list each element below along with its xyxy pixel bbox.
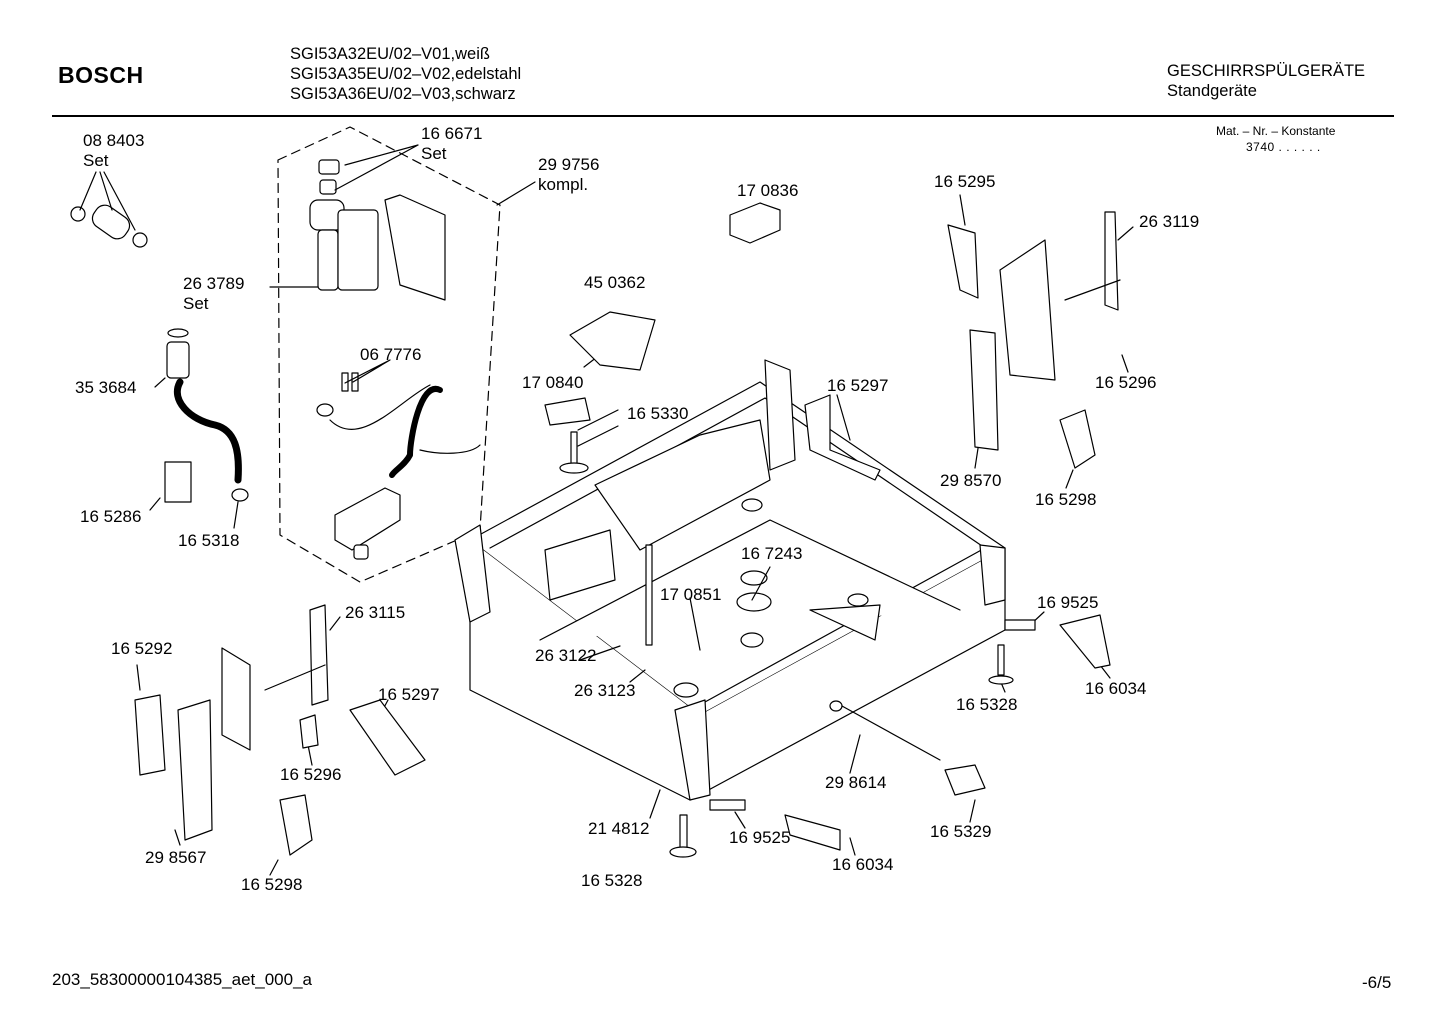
seal-ring	[231, 488, 249, 502]
part-label: 16 5328	[581, 871, 643, 890]
part-label: 26 3115	[345, 603, 406, 622]
part-label: 17 0836	[737, 181, 799, 200]
part-label: 29 8614	[825, 773, 887, 792]
part-label: 16 5295	[934, 172, 996, 191]
base-tub	[454, 359, 1006, 801]
part-label: 06 7776	[360, 345, 422, 364]
part-label: 29 8570	[940, 471, 1002, 490]
part-label: 45 0362	[584, 273, 646, 292]
part-label: 16 5328	[956, 695, 1018, 714]
mat-number-value: 3740 . . . . . .	[1246, 140, 1321, 154]
hose-coil	[389, 386, 443, 478]
wire	[329, 384, 481, 454]
bracket-plate	[334, 487, 401, 560]
part-label: 17 0840	[522, 373, 584, 392]
model-line-2: SGI53A35EU/02–V02,edelstahl	[290, 65, 522, 83]
model-line-1: SGI53A32EU/02–V01,weiß	[290, 45, 490, 63]
part-label: 29 8567	[145, 848, 207, 867]
part-label: 16 5296	[280, 765, 342, 784]
part-label: 16 5296	[1095, 373, 1157, 392]
brand-logo: BOSCH	[58, 62, 144, 88]
document-id: 203_58300000104385_aet_000_a	[52, 970, 312, 989]
part-label: 21 4812	[588, 819, 650, 838]
category-title: GESCHIRRSPÜLGERÄTE	[1167, 62, 1366, 80]
hose-set	[70, 204, 148, 248]
part-label: 16 5297	[827, 376, 889, 395]
drain-hose	[174, 378, 242, 484]
header-divider	[52, 115, 1394, 117]
part-label: 26 3122	[535, 646, 597, 665]
part-label: 26 3119	[1139, 212, 1200, 231]
part-label: 17 0851	[660, 585, 722, 604]
tub-fittings	[645, 498, 941, 761]
mat-number-label: Mat. – Nr. – Konstante	[1216, 124, 1336, 138]
part-label: 16 6034	[1085, 679, 1147, 698]
spring	[166, 328, 190, 379]
part-label: 16 6034	[832, 855, 894, 874]
model-line-3: SGI53A36EU/02–V03,schwarz	[290, 85, 516, 103]
part-label: 16 5298	[1035, 490, 1097, 509]
part-label: 16 5286	[80, 507, 142, 526]
part-label: 16 5297	[378, 685, 440, 704]
part-label: 16 9525	[729, 828, 791, 847]
page-number: -6/5	[1362, 973, 1392, 992]
subcategory-title: Standgeräte	[1167, 82, 1257, 100]
clip	[164, 461, 192, 503]
valve-assembly	[309, 159, 446, 417]
small-parts	[134, 202, 1121, 858]
part-label: 16 7243	[741, 544, 803, 563]
part-label: 16 5318	[178, 531, 240, 550]
part-label: 16 5292	[111, 639, 173, 658]
part-label: 35 3684	[75, 378, 137, 397]
part-label: 16 5330	[627, 404, 689, 423]
part-label: 16 5329	[930, 822, 992, 841]
part-label: 16 5298	[241, 875, 303, 894]
part-label: 26 3123	[574, 681, 636, 700]
part-label: 16 9525	[1037, 593, 1099, 612]
